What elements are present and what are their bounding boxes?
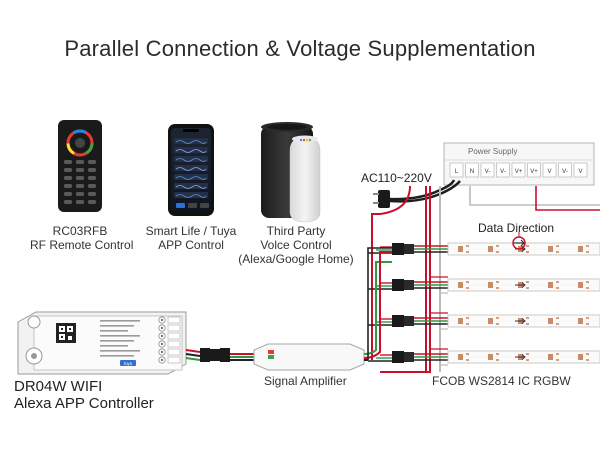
signal-wires (185, 348, 254, 362)
signal-amplifier (253, 247, 392, 371)
power-supply-terminal: L (455, 169, 459, 175)
voice-line1: Third Party (266, 224, 326, 238)
voice-line3: (Alexa/Google Home) (238, 252, 354, 266)
ac-input-label: AC110~220V (361, 171, 432, 185)
led-strip-row (368, 242, 600, 256)
power-supply-terminal: V- (485, 169, 491, 175)
remote-caption: RC03RFB RF Remote Control (30, 224, 134, 252)
led-strip-row (368, 276, 600, 294)
led-strip-row (368, 312, 600, 330)
controller-name: DR04W WIFI (14, 378, 103, 395)
phone-app-caption: Smart Life / Tuya APP Control (136, 224, 246, 252)
smartphone-app-icon (168, 124, 214, 216)
power-supply-terminal: V+ (515, 169, 523, 175)
rf-remote-icon (58, 120, 102, 212)
phone-app-line2: APP Control (158, 238, 224, 252)
led-strip-row (368, 348, 600, 366)
controller-description: Alexa APP Controller (14, 395, 154, 412)
phone-app-line1: Smart Life / Tuya (145, 224, 237, 238)
power-supply-terminal: V- (500, 169, 506, 175)
amplifier-label: Signal Amplifier (264, 374, 347, 388)
strip-label: FCOB WS2814 IC RGBW (432, 374, 571, 388)
controller-caption: DR04W WIFI Alexa APP Controller (14, 378, 154, 412)
power-supply-terminal: V (578, 169, 582, 175)
remote-description: RF Remote Control (30, 238, 134, 252)
controller-box: tuya (17, 311, 187, 375)
power-feed-wires (371, 185, 600, 373)
smart-speaker-icon (261, 122, 321, 223)
power-supply-unit: L N V- V- V+ V+ V V- V (443, 142, 595, 186)
power-supply-terminal: V+ (530, 169, 538, 175)
power-supply-label: Power Supply (468, 147, 518, 156)
data-direction-label: Data Direction (478, 221, 555, 235)
remote-name: RC03RFB (52, 224, 108, 238)
power-supply-terminal: V (547, 169, 551, 175)
voice-control-caption: Third Party Volce Control (Alexa/Google … (236, 224, 356, 266)
led-strips (368, 242, 600, 366)
voice-line2: Volce Control (260, 238, 332, 252)
tuya-logo: tuya (124, 361, 133, 366)
power-supply-terminal: N (470, 169, 474, 175)
diagram-title: Parallel Connection & Voltage Supplement… (64, 36, 536, 61)
power-supply-terminal: V- (562, 169, 568, 175)
data-direction-marker (512, 232, 526, 250)
